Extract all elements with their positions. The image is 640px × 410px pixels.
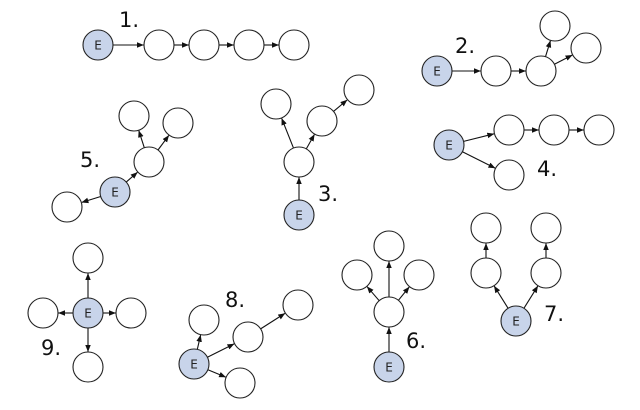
- diagram-2-entry-label: E: [433, 65, 441, 79]
- diagram-7-entry-label: E: [512, 315, 520, 329]
- diagram-9-node-n3: [115, 297, 147, 329]
- diagram-8-number-label: 8.: [225, 288, 245, 312]
- diagram-5-node-n3: [162, 107, 194, 139]
- diagram-4-node-n3: [583, 114, 615, 146]
- labels-layer: 1. 2. 3. 4. 5. 6. 7. 8. 9.: [41, 8, 564, 360]
- diagram-7-number-label: 7.: [544, 302, 564, 326]
- diagram-1-number-label: 1.: [119, 8, 139, 32]
- diagram-1-node-n3: [233, 29, 265, 61]
- diagram-8-edge-entry-n1: [196, 334, 202, 350]
- diagram-4-entry-label: E: [445, 139, 453, 153]
- diagram-8-edge-n2-n3: [260, 312, 286, 330]
- diagram-5-edge-n1-n3: [157, 135, 170, 151]
- diagram-2-edge-n2-n3: [544, 40, 552, 57]
- diagram-5-node-n4: [51, 191, 83, 223]
- diagram-7-node-n4: [530, 212, 562, 244]
- diagram-2-node-n3: [539, 10, 571, 42]
- diagram-6-node-n3: [341, 259, 373, 291]
- diagram-1-entry-node: [82, 29, 114, 61]
- diagram-4-number-label: 4.: [537, 157, 557, 181]
- diagram-5-number-label: 5.: [80, 148, 100, 172]
- diagram-9-node-n4: [72, 351, 104, 383]
- diagram-5-edge-entry-n1: [125, 171, 138, 183]
- diagram-8-entry-label: E: [190, 358, 198, 372]
- diagram-6-edge-n1-n3: [366, 286, 380, 302]
- diagram-3-node-n3: [306, 105, 338, 137]
- diagram-7-edge-entry-n1: [493, 285, 509, 309]
- diagram-8-node-n3: [282, 289, 314, 321]
- diagram-4-node-n2: [538, 114, 570, 146]
- diagram-3-edge-n3-n4: [333, 99, 348, 112]
- diagram-6-entry-node: [373, 351, 405, 383]
- diagram-6-node-n1: [373, 296, 405, 328]
- diagram-5-entry-node: [99, 176, 131, 208]
- diagram-6-node-n4: [403, 259, 435, 291]
- diagram-3-entry-node: [283, 199, 315, 231]
- diagram-3-node-n4: [343, 74, 375, 106]
- diagram-1-entry-label: E: [94, 39, 102, 53]
- diagram-9-entry-node: [72, 297, 104, 329]
- diagram-9-node-n1: [72, 242, 104, 274]
- diagram-8-node-n2: [232, 321, 264, 353]
- diagram-5-node-n2: [118, 100, 150, 132]
- diagram-3-edge-n1-n2: [281, 118, 295, 149]
- diagram-2-node-n2: [525, 55, 557, 87]
- diagram-8-edge-entry-n4: [207, 369, 227, 378]
- diagram-6-number-label: 6.: [406, 329, 426, 353]
- diagram-8-node-n4: [224, 367, 256, 399]
- diagram-4-edge-entry-n1: [463, 132, 495, 142]
- diagram-4-entry-node: [433, 129, 465, 161]
- diagram-9-entry-label: E: [84, 307, 92, 321]
- diagram-4-edge-entry-n4: [462, 151, 496, 169]
- diagram-7-edge-entry-n3: [523, 285, 539, 309]
- diagram-7-entry-node: [500, 305, 532, 337]
- diagram-3-edge-n1-n3: [305, 134, 315, 150]
- diagram-3-node-n1: [283, 146, 315, 178]
- diagram-7-node-n3: [530, 257, 562, 289]
- diagram-5-entry-label: E: [111, 186, 119, 200]
- diagram-2-number-label: 2.: [455, 34, 475, 58]
- diagram-9-node-n2: [27, 297, 59, 329]
- diagram-7-node-n1: [470, 257, 502, 289]
- nodes-layer: E E E E E E E E E: [27, 10, 615, 399]
- edges-layer: [58, 40, 584, 378]
- diagram-7-node-n2: [470, 212, 502, 244]
- diagram-8-node-n1: [188, 304, 220, 336]
- diagram-3-entry-label: E: [295, 209, 303, 223]
- diagram-3-node-n2: [260, 88, 292, 120]
- diagram-9-number-label: 9.: [41, 336, 61, 360]
- diagram-8-edge-entry-n2: [207, 343, 235, 358]
- diagram-4-node-n1: [493, 114, 525, 146]
- diagram-2-edge-n2-n4: [554, 54, 573, 65]
- diagram-5-edge-entry-n4: [81, 195, 101, 204]
- diagram-1-node-n2: [188, 29, 220, 61]
- diagram-2-entry-node: [421, 55, 453, 87]
- diagram-1-node-n1: [143, 29, 175, 61]
- diagram-8-entry-node: [178, 348, 210, 380]
- diagram-1-node-n4: [278, 29, 310, 61]
- diagram-6-edge-n1-n4: [397, 286, 410, 301]
- diagram-3-number-label: 3.: [318, 182, 338, 206]
- diagram-2-node-n1: [480, 55, 512, 87]
- diagram-6-entry-label: E: [385, 361, 393, 375]
- diagram-2-node-n4: [570, 32, 602, 64]
- diagram-6-node-n2: [373, 230, 405, 262]
- diagram-5-edge-n1-n2: [138, 130, 145, 148]
- diagram-4-node-n4: [493, 159, 525, 191]
- diagram-5-node-n1: [133, 146, 165, 178]
